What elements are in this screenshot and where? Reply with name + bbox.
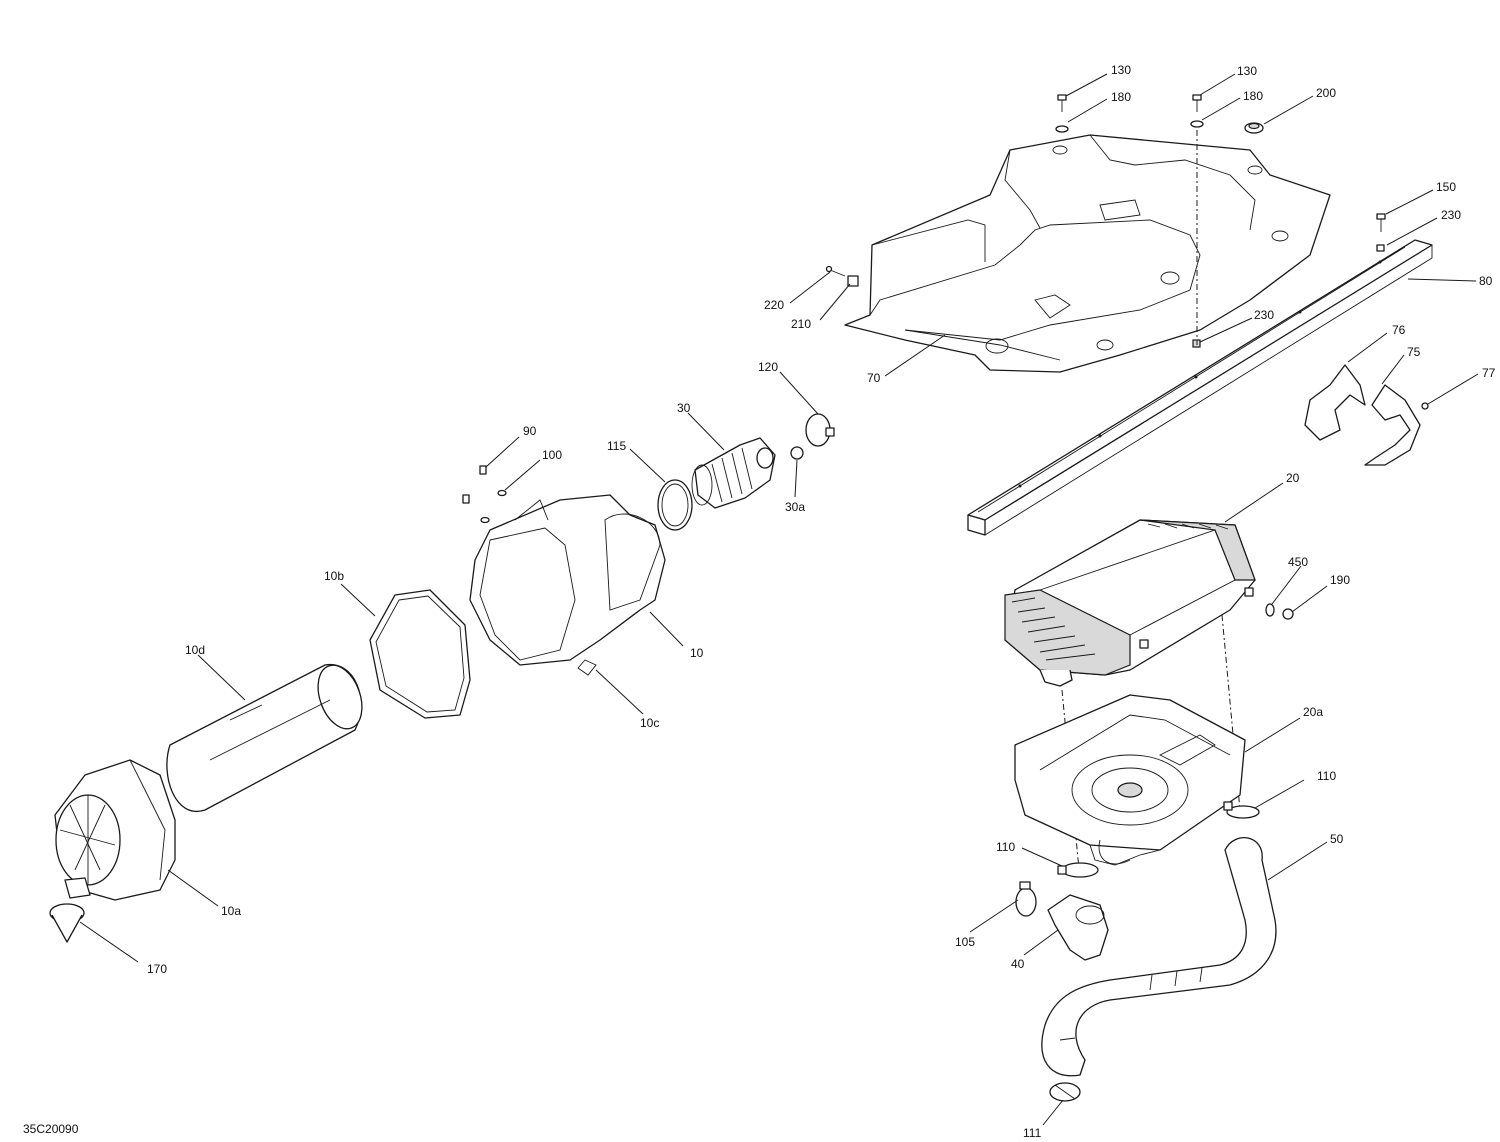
callout-110-left: 110 <box>996 840 1015 854</box>
callout-labels: 130 180 130 180 200 150 230 80 220 210 7… <box>23 63 1496 1140</box>
callout-115: 115 <box>607 439 626 453</box>
callout-40: 40 <box>1011 957 1025 971</box>
screw-220 <box>825 265 846 277</box>
callout-90: 90 <box>523 424 537 438</box>
callout-230-lower: 230 <box>1254 308 1274 322</box>
screw-90-b <box>462 494 470 504</box>
callout-105: 105 <box>955 935 975 949</box>
part-10a-filter-housing <box>54 759 176 901</box>
callout-210: 210 <box>791 317 811 331</box>
part-76-bracket <box>1304 364 1366 441</box>
callout-170: 170 <box>147 962 167 976</box>
part-40-elbow <box>1047 894 1109 961</box>
callout-10d: 10d <box>185 643 205 657</box>
clamp-120 <box>805 413 835 447</box>
screw-90-a <box>479 465 487 475</box>
nut-230-top <box>1376 244 1385 252</box>
callout-130-right: 130 <box>1237 64 1257 78</box>
callout-30a: 30a <box>785 500 805 514</box>
callout-10: 10 <box>690 646 704 660</box>
callout-76: 76 <box>1392 323 1406 337</box>
washer-100-a <box>497 489 507 497</box>
callout-20: 20 <box>1286 471 1300 485</box>
callout-10b: 10b <box>324 569 344 583</box>
clamp-105 <box>1015 881 1037 917</box>
clip-10c <box>577 659 597 676</box>
screw-130-left <box>1057 94 1067 112</box>
part-75-bracket <box>1364 384 1421 466</box>
callout-110-right: 110 <box>1317 769 1336 783</box>
callout-120: 120 <box>758 360 778 374</box>
part-10-airbox-cover <box>469 494 666 666</box>
callout-230-top: 230 <box>1441 208 1461 222</box>
part-70-intake-housing <box>844 134 1331 373</box>
callout-150: 150 <box>1436 180 1456 194</box>
alignment-line-2 <box>1061 689 1081 881</box>
clamp-111 <box>1049 1082 1081 1102</box>
washer-180-left <box>1055 125 1069 133</box>
callout-190: 190 <box>1330 573 1350 587</box>
washer-100-b <box>480 516 490 524</box>
callout-70: 70 <box>867 371 881 385</box>
callout-111: 111 <box>1023 1126 1042 1140</box>
part-80-mounting-bar <box>967 239 1433 536</box>
callout-180-left: 180 <box>1111 90 1131 104</box>
callout-80: 80 <box>1479 274 1493 288</box>
callout-220: 220 <box>764 298 784 312</box>
part-10d-filter <box>166 664 363 813</box>
ring-115 <box>657 479 693 531</box>
callout-10a: 10a <box>221 904 241 918</box>
part-20a-fan-housing <box>1014 694 1246 866</box>
clamp-110-left <box>1057 862 1099 878</box>
cap-170 <box>49 903 85 943</box>
bolt-190 <box>1282 608 1294 620</box>
callout-30: 30 <box>677 401 691 415</box>
nut-30a <box>790 446 804 460</box>
washer-180-right <box>1190 120 1204 128</box>
screw-150 <box>1376 213 1386 232</box>
callout-100: 100 <box>542 448 562 462</box>
part-50-hose <box>1041 837 1277 1077</box>
callout-10c: 10c <box>640 716 659 730</box>
callout-75: 75 <box>1407 345 1421 359</box>
leader-lines <box>79 73 1479 1126</box>
grommet-200 <box>1244 122 1264 134</box>
screw-130-right <box>1192 94 1202 112</box>
diagram-code: 35C20090 <box>23 1122 79 1136</box>
nut-210 <box>847 275 859 287</box>
callout-77: 77 <box>1482 366 1496 380</box>
callout-130-left: 130 <box>1111 63 1131 77</box>
callout-450: 450 <box>1288 555 1308 569</box>
callout-20a: 20a <box>1303 705 1323 719</box>
part-20-intercooler <box>1004 519 1256 687</box>
callout-50: 50 <box>1330 832 1344 846</box>
clamp-110-right <box>1223 801 1260 819</box>
callout-180-right: 180 <box>1243 89 1263 103</box>
callout-200: 200 <box>1316 86 1336 100</box>
washer-450 <box>1265 603 1275 617</box>
part-10b-gasket <box>369 589 471 719</box>
part-30-bellows <box>691 437 776 509</box>
screw-77 <box>1421 402 1429 410</box>
